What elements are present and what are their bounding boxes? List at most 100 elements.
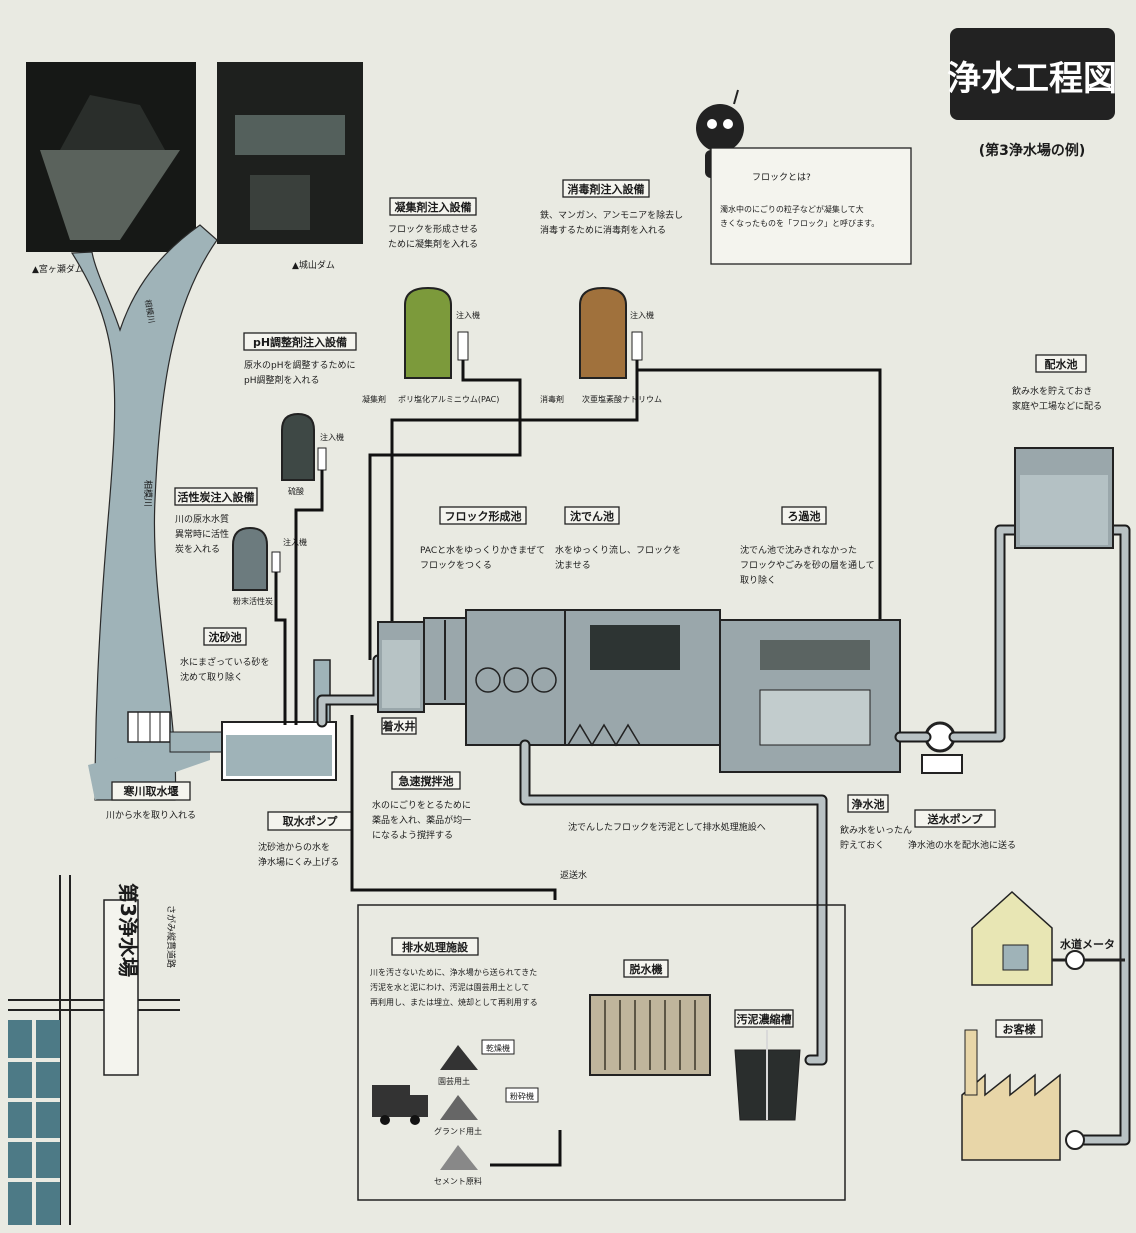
filter-desc-1: 沈でん池で沈みきれなかった xyxy=(740,544,857,556)
factory: お客様 xyxy=(961,1019,1085,1161)
coagulant-desc-2: ために凝集剤を入れる xyxy=(388,238,478,250)
mascot-answer-1: 濁水中のにごりの粒子などが凝集して大 xyxy=(720,204,864,214)
clear-well-desc-2: 貯えておく xyxy=(840,840,884,851)
product-1: 園芸用土 xyxy=(438,1076,470,1086)
coagulant-port: 注入機 xyxy=(456,310,480,320)
flocculation-desc-1: PACと水をゆっくりかきまぜて xyxy=(420,544,545,556)
intake-pump-desc-2: 浄水場にくみ上げる xyxy=(258,856,339,868)
dewater-label: 脱水機 xyxy=(630,962,663,976)
product-2: グランド用土 xyxy=(434,1126,482,1136)
ph-port: 注入機 xyxy=(320,432,344,442)
intake-label: 寒川取水堰 xyxy=(123,784,179,798)
disinfectant-port: 注入機 xyxy=(630,310,654,320)
dam-photo-left: ▲宮ヶ瀬ダム xyxy=(26,62,196,275)
disinfectant-chem: 次亜塩素酸ナトリウム xyxy=(582,394,662,404)
subtitle-text: (第3浄水場の例) xyxy=(979,142,1086,159)
rapid-mix-desc-2: 薬品を入れ、薬品が均一 xyxy=(372,814,471,826)
meter-label: 水道メータ xyxy=(1060,937,1115,951)
ph-tank-label: 硫酸 xyxy=(288,486,304,496)
wastewater-desc-1: 川を汚さないために、浄水場から送られてきた xyxy=(370,967,537,977)
photo-right-caption: ▲城山ダム xyxy=(292,259,335,271)
filter-basin: ろ過池 沈でん池で沈みきれなかった フロックやごみを砂の層を通して 取り除く xyxy=(719,506,901,773)
filter-label: ろ過池 xyxy=(788,509,821,523)
river-label-upper: 相模川 xyxy=(143,299,157,324)
flocculation-desc-2: フロックをつくる xyxy=(420,560,492,571)
carbon-desc-3: 炭を入れる xyxy=(175,544,220,555)
dam-photo-right: ▲城山ダム xyxy=(217,62,363,271)
coagulant-unit: 凝集剤注入設備 フロックを形成させる ために凝集剤を入れる 注入機 凝集剤 ポリ… xyxy=(362,197,499,404)
filter-desc-3: 取り除く xyxy=(740,574,776,586)
map-plant-label: 第3浄水場 xyxy=(116,883,140,977)
dryer-label: 乾燥機 xyxy=(486,1043,510,1053)
clear-well-desc-1: 飲み水をいったん xyxy=(840,824,912,836)
clear-well: 浄水池 飲み水をいったん 貯えておく xyxy=(840,794,912,851)
ph-adjust-unit: pH調整剤注入設備 原水のpHを調整するために pH調整剤を入れる 注入機 硫酸 xyxy=(243,332,357,496)
title-block: 浄水工程図 (第3浄水場の例) xyxy=(947,28,1117,159)
rapid-mix-desc-1: 水のにごりをとるために xyxy=(372,799,471,811)
intake-pump-desc-1: 沈砂池からの水を xyxy=(258,841,330,853)
house: 水道メータ xyxy=(971,890,1125,986)
coagulant-chem: ポリ塩化アルミニウム(PAC) xyxy=(398,394,499,404)
sedimentation-label: 沈でん池 xyxy=(570,509,614,523)
thickener-label: 汚泥濃縮槽 xyxy=(737,1012,792,1026)
crusher-label: 粉砕機 xyxy=(510,1091,534,1101)
settling-label: 沈砂池 xyxy=(209,630,242,644)
return-water-line xyxy=(350,715,557,900)
intake-pump-label: 取水ポンプ xyxy=(283,814,339,828)
reservoir-desc-1: 飲み水を貯えておき xyxy=(1012,385,1092,397)
dist-pump-label: 送水ポンプ xyxy=(927,812,984,826)
coagulant-label: 凝集剤注入設備 xyxy=(395,200,472,214)
mascot-bubble: フロックとは? 濁水中のにごりの粒子などが凝集して大 きくなったものを「フロック… xyxy=(710,147,912,265)
receiving-well-label: 着水井 xyxy=(382,719,416,733)
intake-desc: 川から水を取り入れる xyxy=(106,809,196,821)
dist-pump-desc: 浄水池の水を配水池に送る xyxy=(908,839,1016,851)
sedimentation-basin: 沈でん池 水をゆっくり流し、フロックを 沈ませる xyxy=(555,506,721,747)
disinfectant-label: 消毒剤注入設備 xyxy=(568,182,645,196)
disinfectant-tank-label: 消毒剤 xyxy=(540,394,564,404)
mascot-answer-2: きくなったものを「フロック」と呼びます。 xyxy=(720,218,879,228)
settling-desc-2: 沈めて取り除く xyxy=(180,671,243,683)
sludge-pipe xyxy=(521,741,826,1064)
ph-feed-line xyxy=(294,470,324,725)
treated-water-pipe xyxy=(896,526,1024,741)
carbon-desc-1: 川の原水水質 xyxy=(175,513,229,525)
clear-well-label: 浄水池 xyxy=(852,797,885,811)
ph-desc-1: 原水のpHを調整するために xyxy=(244,359,355,371)
prechlorination-line xyxy=(390,370,639,625)
title-badge xyxy=(950,28,1115,120)
disinfectant-desc-1: 鉄、マンガン、アンモニアを除去し xyxy=(540,209,683,221)
activated-carbon-unit: 活性炭注入設備 川の原水水質 異常時に活性 炭を入れる 注入機 粉末活性炭 xyxy=(174,487,307,606)
receiving-well: 着水井 xyxy=(377,621,425,735)
return-water-label: 返送水 xyxy=(560,869,587,881)
product-3: セメント原料 xyxy=(434,1176,482,1186)
wastewater-desc-2: 汚泥を水と泥にわけ、汚泥は園芸用土として xyxy=(370,982,529,992)
mascot-question: フロックとは? xyxy=(752,172,811,183)
coagulant-feed-line xyxy=(368,360,522,660)
sludge-note: 沈でんしたフロックを汚泥として排水処理施設へ xyxy=(568,821,766,833)
carbon-desc-2: 異常時に活性 xyxy=(175,528,229,540)
flocculation-label: フロック形成池 xyxy=(445,509,522,523)
title-text: 浄水工程図 xyxy=(947,59,1117,99)
reservoir: 配水池 飲み水を貯えておき 家庭や工場などに配る xyxy=(1012,354,1114,549)
truck-icon xyxy=(372,1085,428,1125)
map-road-label: さがみ縦貫道路 xyxy=(165,905,177,968)
rapid-mix: 急速撹拌池 水のにごりをとるために 薬品を入れ、薬品が均一 になるよう撹拌する xyxy=(372,617,471,841)
coagulant-tank-label: 凝集剤 xyxy=(362,394,386,404)
coagulant-desc-1: フロックを形成させる xyxy=(388,223,478,235)
photo-left-caption: ▲宮ヶ瀬ダム xyxy=(32,263,84,275)
ph-desc-2: pH調整剤を入れる xyxy=(244,374,319,386)
flocculation-basin: フロック形成池 PACと水をゆっくりかきまぜて フロックをつくる xyxy=(420,506,566,746)
disinfectant-unit: 消毒剤注入設備 鉄、マンガン、アンモニアを除去し 消毒するために消毒剤を入れる … xyxy=(540,179,683,404)
carbon-feed-line xyxy=(274,572,287,725)
disinfectant-feed-line xyxy=(635,360,882,630)
disinfectant-desc-2: 消毒するために消毒剤を入れる xyxy=(540,224,666,236)
wastewater-facility: 排水処理施設 川を汚さないために、浄水場から送られてきた 汚泥を水と泥にわけ、汚… xyxy=(357,904,846,1201)
sedimentation-desc-2: 沈ませる xyxy=(555,559,591,571)
distribution-main xyxy=(1076,526,1129,1144)
sedimentation-desc-1: 水をゆっくり流し、フロックを xyxy=(555,544,681,556)
reservoir-label: 配水池 xyxy=(1045,357,1078,371)
ph-label: pH調整剤注入設備 xyxy=(253,335,347,349)
settling-basin: 沈砂池 水にまざっている砂を 沈めて取り除く xyxy=(180,627,337,781)
